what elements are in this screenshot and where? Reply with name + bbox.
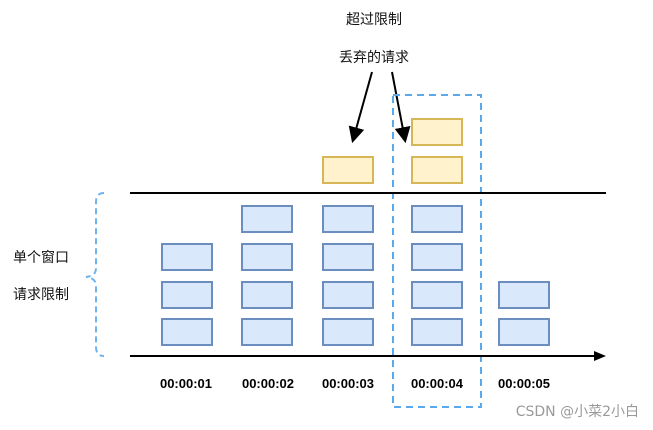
accepted-request-box bbox=[322, 243, 374, 271]
accepted-request-box bbox=[411, 318, 463, 346]
rejected-request-box bbox=[411, 118, 463, 146]
accepted-request-box bbox=[411, 281, 463, 309]
discard-arrow-left bbox=[348, 71, 373, 144]
discard-arrow-right bbox=[391, 71, 411, 144]
time-label: 00:00:03 bbox=[322, 376, 374, 391]
discarded-requests-label: 丢弃的请求 bbox=[339, 50, 409, 66]
accepted-request-box bbox=[161, 243, 213, 271]
window-limit-bracket bbox=[85, 192, 105, 357]
time-label: 00:00:01 bbox=[160, 376, 212, 391]
accepted-request-box bbox=[241, 205, 293, 233]
accepted-request-box bbox=[498, 318, 550, 346]
time-label: 00:00:02 bbox=[242, 376, 294, 391]
accepted-request-box bbox=[411, 243, 463, 271]
time-label: 00:00:05 bbox=[498, 376, 550, 391]
rejected-request-box bbox=[411, 156, 463, 184]
accepted-request-box bbox=[322, 205, 374, 233]
accepted-request-box bbox=[498, 281, 550, 309]
per-window-label-line2: 请求限制 bbox=[13, 287, 69, 303]
accepted-request-box bbox=[322, 318, 374, 346]
rejected-request-box bbox=[322, 156, 374, 184]
accepted-request-box bbox=[241, 318, 293, 346]
time-axis-arrow-icon bbox=[594, 351, 606, 361]
accepted-request-box bbox=[241, 281, 293, 309]
time-label: 00:00:04 bbox=[411, 376, 464, 391]
accepted-request-box bbox=[411, 205, 463, 233]
accepted-request-box bbox=[241, 243, 293, 271]
highlighted-window-frame bbox=[392, 94, 482, 408]
time-labels: 00:00:01 00:00:02 00:00:03 00:00:04 00:00:05 bbox=[160, 376, 550, 391]
accepted-request-box bbox=[161, 281, 213, 309]
request-boxes bbox=[161, 118, 550, 346]
watermark: CSDN @小菜2小白 bbox=[516, 404, 639, 420]
over-limit-label: 超过限制 bbox=[346, 12, 402, 28]
accepted-request-box bbox=[161, 318, 213, 346]
accepted-request-box bbox=[322, 281, 374, 309]
per-window-label-line1: 单个窗口 bbox=[13, 249, 69, 266]
